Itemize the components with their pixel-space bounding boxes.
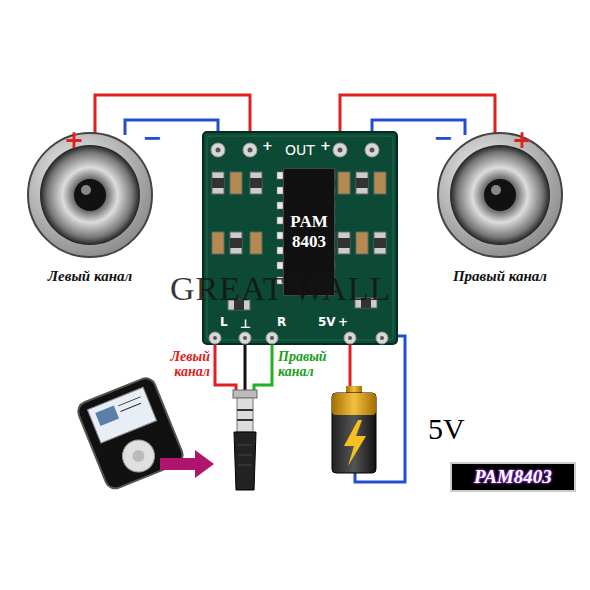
- silkscreen-label: +: [262, 139, 273, 152]
- channel-label: Левый канал: [30, 268, 150, 285]
- wire: [244, 345, 247, 392]
- pcb-board: [203, 132, 397, 344]
- input-label: Правый канал: [278, 349, 358, 380]
- arrow: [160, 450, 214, 478]
- polarity-sign: +: [512, 128, 532, 152]
- ground-symbol: ⊥: [240, 318, 251, 330]
- badge-text: PAM8403: [474, 466, 552, 488]
- speaker: [438, 133, 562, 257]
- audio-jack: [233, 390, 257, 490]
- battery: [332, 386, 376, 473]
- silkscreen-label: L: [220, 316, 228, 328]
- wire: [215, 345, 236, 392]
- pcb-board: OUT PAM 8403: [205, 134, 395, 342]
- wire: [349, 345, 352, 388]
- speaker: [28, 133, 152, 257]
- silkscreen-label: OUT: [205, 142, 395, 158]
- input-label: Левый канал: [140, 349, 210, 380]
- silkscreen-label: R: [277, 316, 286, 328]
- title-badge: PAM8403: [450, 462, 576, 492]
- polarity-sign: −: [142, 126, 162, 150]
- voltage-label: 5V: [428, 414, 465, 444]
- polarity-sign: +: [64, 128, 84, 152]
- silkscreen-label: 5V: [318, 316, 336, 328]
- chip-marking: PAM 8403: [289, 212, 329, 253]
- silkscreen-label: +: [320, 139, 331, 152]
- music-player: [75, 375, 185, 491]
- watermark: GREAT WALL: [170, 272, 391, 306]
- polarity-sign: −: [433, 126, 453, 150]
- silkscreen-label: +: [338, 316, 348, 328]
- wire: [254, 345, 272, 392]
- channel-label: Правый канал: [440, 268, 560, 285]
